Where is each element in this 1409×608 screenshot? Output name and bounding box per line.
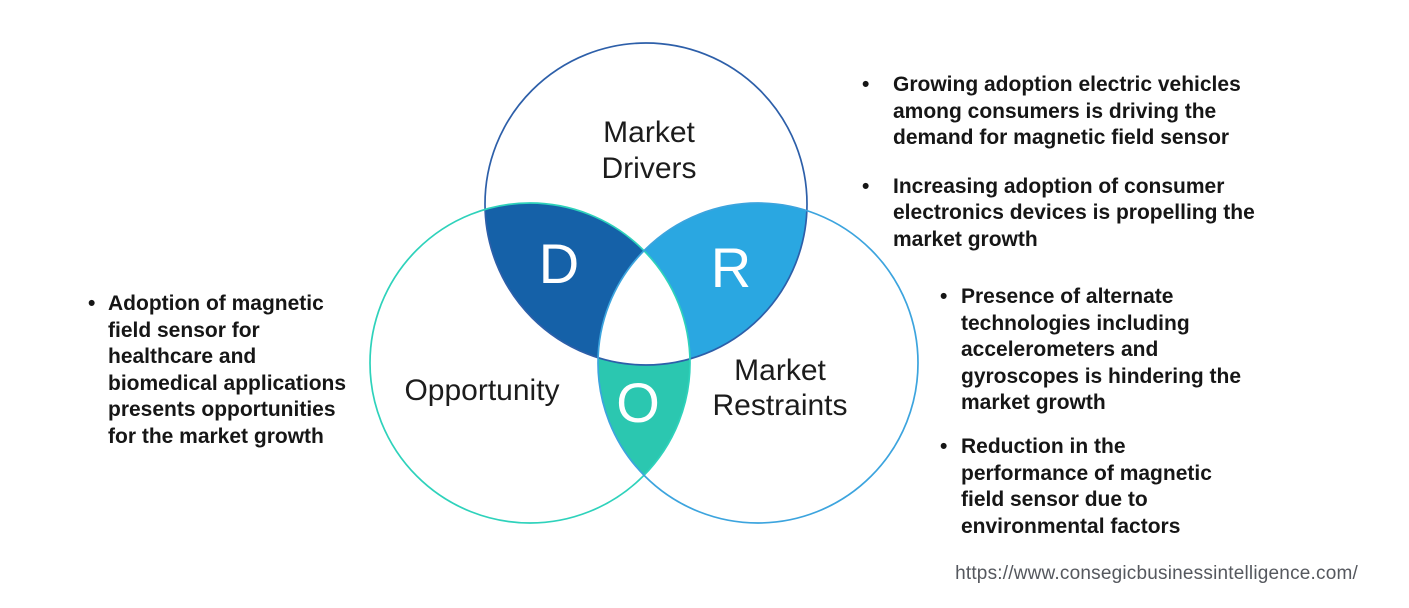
opportunity-circle (369, 202, 691, 524)
bullet-icon: • (940, 434, 948, 458)
opportunity-label: Opportunity (404, 374, 559, 407)
list-item: • Presence of alternate technologies inc… (936, 284, 1256, 417)
list-item: • Growing adoption electric vehicles amo… (858, 72, 1262, 152)
opportunity-bullets: • Adoption of magnetic field sensor for … (84, 291, 350, 451)
drivers-letter: D (539, 232, 579, 295)
bullet-text: Increasing adoption of consumer electron… (893, 174, 1255, 251)
bullet-text: Presence of alternate technologies inclu… (961, 285, 1242, 415)
restraints-label-line1: Market (734, 354, 826, 387)
drivers-circle (484, 42, 808, 366)
drivers-bullets: • Growing adoption electric vehicles amo… (858, 72, 1262, 254)
bullet-text: Adoption of magnetic field sensor for he… (108, 292, 347, 448)
drivers-label-line1: Market (603, 116, 695, 149)
bullet-text: Reduction in the performance of magnetic… (961, 434, 1212, 538)
drivers-label-line2: Drivers (602, 152, 697, 185)
footer-url: https://www.consegicbusinessintelligence… (955, 563, 1358, 584)
list-item: • Reduction in the performance of magnet… (936, 434, 1256, 540)
bullet-icon: • (88, 292, 96, 315)
list-item: • Increasing adoption of consumer electr… (858, 174, 1262, 254)
bullet-icon: • (862, 174, 870, 198)
opportunity-letter: O (616, 371, 660, 434)
bullet-icon: • (940, 285, 948, 308)
restraints-letter: R (711, 236, 751, 299)
restraints-label-line2: Restraints (712, 389, 847, 422)
restraints-circle (597, 202, 919, 524)
bullet-text: Growing adoption electric vehicles among… (893, 73, 1241, 150)
bullet-icon: • (862, 73, 870, 96)
restraints-bullets: • Presence of alternate technologies inc… (936, 284, 1256, 540)
list-item: • Adoption of magnetic field sensor for … (84, 291, 350, 451)
